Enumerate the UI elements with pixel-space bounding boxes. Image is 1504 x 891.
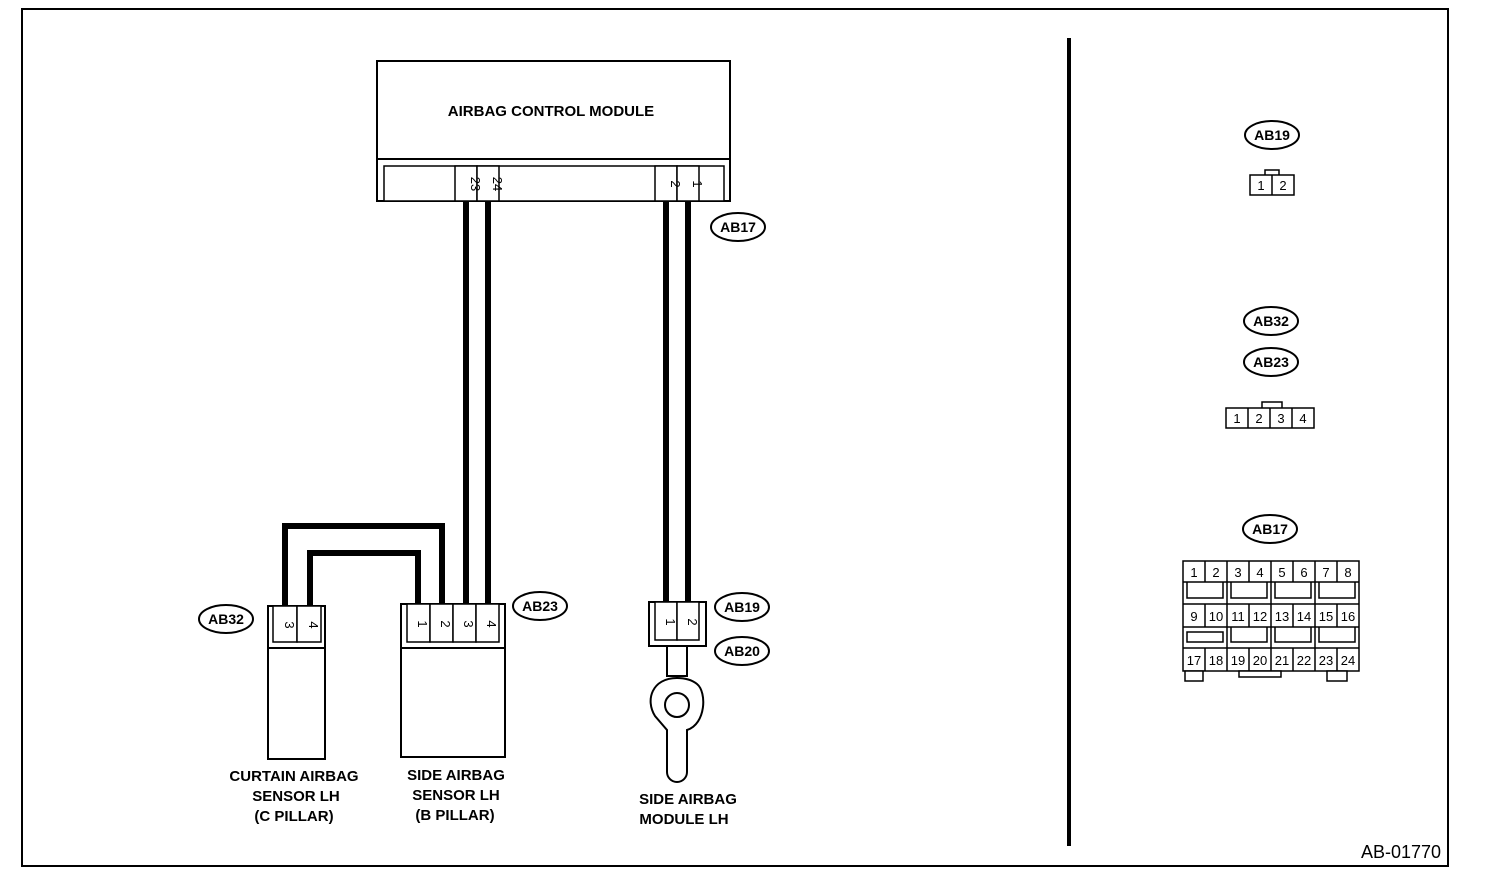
svg-text:AB17: AB17 (720, 219, 756, 235)
tag-ab17: AB17 (710, 212, 766, 242)
svg-text:23: 23 (1319, 653, 1333, 668)
curtain-sensor-label: SENSOR LH (252, 788, 340, 805)
side-airbag-sensor: 1 2 3 4 SIDE AIRBAG SENSOR LH (B PILLAR) (400, 603, 506, 824)
svg-text:18: 18 (1209, 653, 1223, 668)
svg-text:12: 12 (1253, 609, 1267, 624)
side-module-label: SIDE AIRBAG (639, 791, 737, 808)
airbag-module-body (649, 676, 705, 783)
airbag-control-module: AIRBAG CONTROL MODULE 23 24 2 1 (376, 60, 731, 202)
side-airbag-module: 1 2 SIDE AIRBAG MODULE LH (639, 601, 737, 828)
svg-text:16: 16 (1341, 609, 1355, 624)
wire-harness (282, 201, 691, 606)
tag-ab19: AB19 (714, 592, 770, 622)
side-sensor-pin-label: 2 (438, 620, 453, 627)
svg-text:17: 17 (1187, 653, 1201, 668)
svg-text:10: 10 (1209, 609, 1223, 624)
svg-text:5: 5 (1278, 565, 1285, 580)
cm-pin-label: 2 (668, 180, 683, 187)
svg-text:8: 8 (1344, 565, 1351, 580)
svg-text:AB23: AB23 (1253, 354, 1289, 370)
svg-text:1: 1 (1190, 565, 1197, 580)
airbag-module-mount-hole (664, 692, 690, 718)
wire-curtain-3 (282, 523, 445, 606)
side-sensor-pin-label: 3 (461, 620, 476, 627)
svg-text:AB32: AB32 (208, 611, 244, 627)
svg-text:AB20: AB20 (724, 643, 760, 659)
cm-pin-label: 24 (490, 177, 505, 191)
svg-text:22: 22 (1297, 653, 1311, 668)
svg-text:AB19: AB19 (1254, 127, 1290, 143)
svg-text:2: 2 (1212, 565, 1219, 580)
svg-text:6: 6 (1300, 565, 1307, 580)
curtain-sensor-label: (C PILLAR) (254, 808, 333, 825)
curtain-pin-label: 3 (282, 621, 297, 628)
svg-text:9: 9 (1190, 609, 1197, 624)
svg-text:3: 3 (1234, 565, 1241, 580)
figure-id: AB-01770 (1361, 842, 1441, 862)
side-module-pin-label: 2 (685, 618, 700, 625)
svg-text:7: 7 (1322, 565, 1329, 580)
side-sensor-pin-label: 4 (484, 620, 499, 627)
legend-ab17: AB17 (1182, 514, 1360, 682)
cm-pin-label: 23 (468, 177, 483, 191)
curtain-pin-label: 4 (306, 621, 321, 628)
side-sensor-pin-label: 1 (415, 620, 430, 627)
svg-text:13: 13 (1275, 609, 1289, 624)
side-module-pin-label: 1 (663, 618, 678, 625)
svg-text:AB32: AB32 (1253, 313, 1289, 329)
cm-pin-label: 1 (690, 180, 705, 187)
svg-text:1: 1 (1233, 411, 1240, 426)
tag-ab32: AB32 (198, 604, 254, 634)
tag-ab23: AB23 (512, 591, 568, 621)
svg-text:14: 14 (1297, 609, 1311, 624)
svg-text:11: 11 (1231, 609, 1245, 624)
svg-text:4: 4 (1299, 411, 1306, 426)
svg-text:2: 2 (1279, 178, 1286, 193)
svg-text:AB19: AB19 (724, 599, 760, 615)
legend-ab19: AB19 1 2 (1244, 120, 1300, 196)
svg-text:AB23: AB23 (522, 598, 558, 614)
svg-text:1: 1 (1257, 178, 1264, 193)
svg-text:24: 24 (1341, 653, 1355, 668)
side-sensor-label: SENSOR LH (412, 787, 500, 804)
svg-text:20: 20 (1253, 653, 1267, 668)
wire-curtain-4 (307, 550, 421, 606)
diagram-frame (21, 8, 1449, 867)
svg-text:2: 2 (1255, 411, 1262, 426)
control-module-label: AIRBAG CONTROL MODULE (448, 103, 654, 120)
legend-ab32-ab23: AB32 AB23 1 2 3 4 (1225, 306, 1315, 429)
svg-text:21: 21 (1275, 653, 1289, 668)
svg-text:3: 3 (1277, 411, 1284, 426)
svg-text:19: 19 (1231, 653, 1245, 668)
svg-text:4: 4 (1256, 565, 1263, 580)
curtain-sensor-label: CURTAIN AIRBAG (229, 768, 358, 785)
svg-text:15: 15 (1319, 609, 1333, 624)
side-sensor-label: SIDE AIRBAG (407, 767, 505, 784)
svg-text:AB17: AB17 (1252, 521, 1288, 537)
curtain-airbag-sensor: 3 4 CURTAIN AIRBAG SENSOR LH (C PILLAR) (229, 605, 359, 825)
side-sensor-label: (B PILLAR) (415, 807, 494, 824)
tag-ab20: AB20 (714, 636, 770, 666)
side-module-label: MODULE LH (639, 811, 728, 828)
